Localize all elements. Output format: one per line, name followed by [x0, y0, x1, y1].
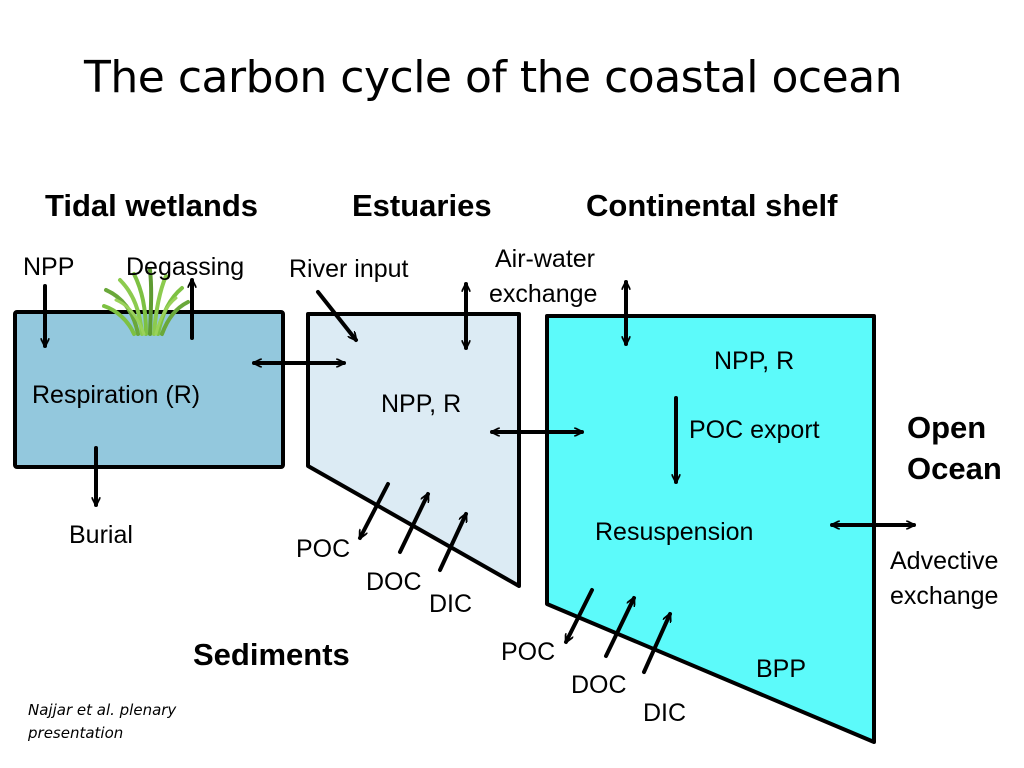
bpp-label: BPP — [756, 655, 807, 683]
shelf-dic-label: DIC — [643, 699, 687, 727]
wetland-npp-label: NPP — [23, 253, 75, 281]
shelf-poc-label: POC — [501, 638, 556, 666]
citation-line2: presentation — [28, 724, 124, 742]
open-ocean-header-line1: Open — [907, 410, 987, 445]
river-input-arrow — [316, 290, 358, 340]
estuary-doc-arrow — [398, 494, 430, 554]
shelf-doc-label: DOC — [571, 671, 627, 699]
air-water-label-line2: exchange — [489, 280, 598, 308]
estuary-npp-r-label: NPP, R — [381, 390, 462, 418]
resuspension-label: Resuspension — [595, 518, 754, 546]
continental-shelf-header: Continental shelf — [586, 188, 838, 223]
citation-line1: Najjar et al. plenary — [28, 701, 177, 719]
air-water-label-line1: Air-water — [495, 245, 596, 273]
open-ocean-header-line2: Ocean — [907, 451, 1002, 486]
shelf-dic-arrow — [642, 614, 672, 674]
estuary-dic-arrow — [438, 514, 468, 572]
estuary-dic-label: DIC — [429, 590, 473, 618]
estuary-poc-arrow — [358, 482, 390, 538]
river-input-label: River input — [289, 255, 409, 283]
estuary-poc-label: POC — [296, 535, 351, 563]
shelf-npp-r-label: NPP, R — [714, 347, 795, 375]
estuary-doc-label: DOC — [366, 568, 422, 596]
sediments-header: Sediments — [193, 637, 350, 672]
estuaries-header: Estuaries — [352, 188, 492, 223]
shelf-poc-arrow — [564, 588, 594, 642]
continental-shelf-box — [545, 314, 876, 744]
tidal-wetlands-header: Tidal wetlands — [45, 188, 259, 223]
advective-label-line1: Advective — [890, 547, 999, 575]
marsh-grass-icon — [102, 268, 190, 336]
respiration-label: Respiration (R) — [32, 381, 201, 409]
page-title: The carbon cycle of the coastal ocean — [84, 52, 903, 103]
shelf-doc-arrow — [604, 598, 636, 658]
degassing-label: Degassing — [126, 253, 245, 281]
poc-export-label: POC export — [689, 416, 820, 444]
burial-label: Burial — [69, 521, 133, 549]
advective-label-line2: exchange — [890, 582, 999, 610]
